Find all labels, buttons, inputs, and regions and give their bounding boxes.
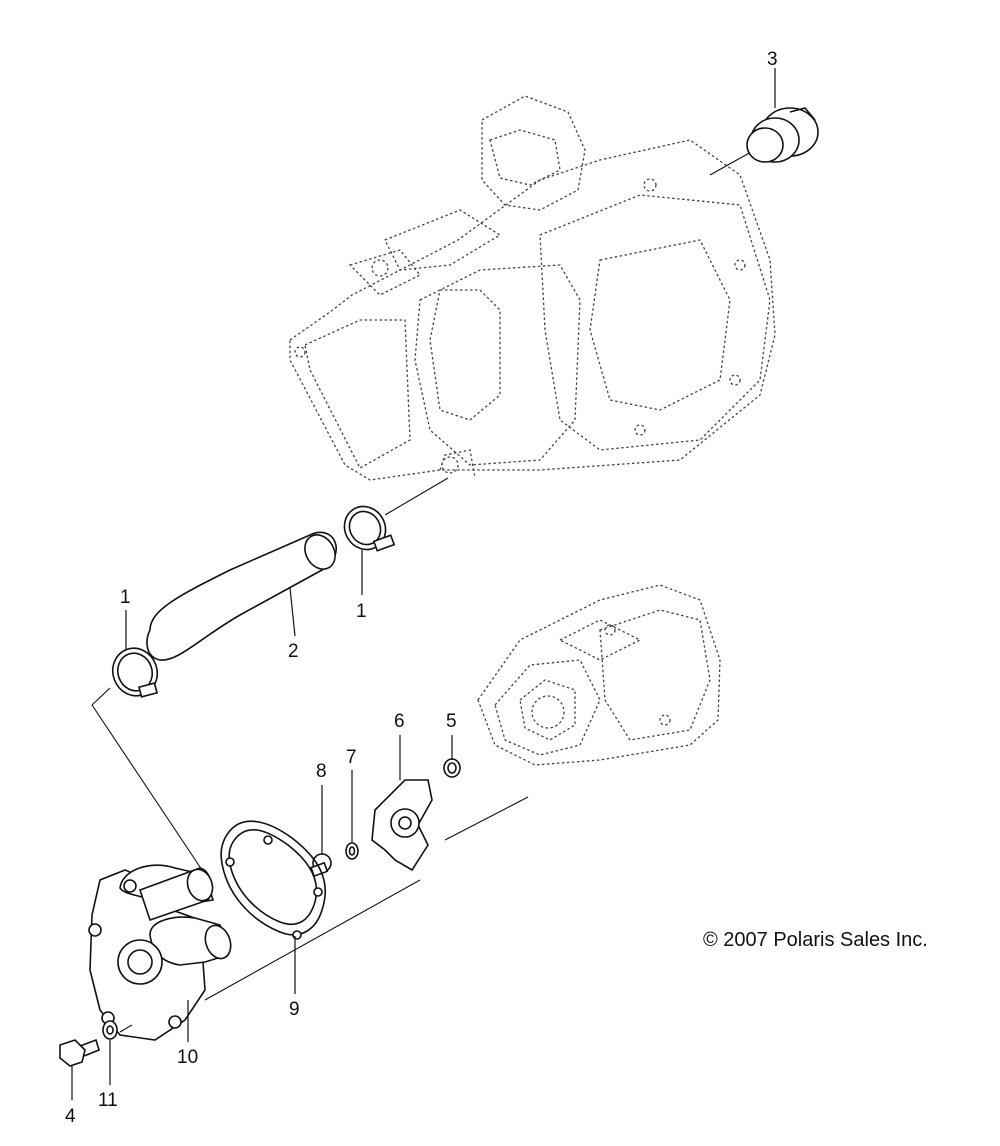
leader-line-clamp-down bbox=[91, 704, 211, 883]
bolt-4 bbox=[59, 1038, 100, 1100]
callout-6: 6 bbox=[394, 711, 405, 732]
callout-11: 11 bbox=[98, 1090, 118, 1111]
water-pump-impeller bbox=[371, 735, 433, 872]
cylinder-head-phantom bbox=[289, 95, 776, 481]
hose-clamp-upper bbox=[343, 477, 449, 595]
water-pump-gasket bbox=[220, 820, 327, 994]
callout-10: 10 bbox=[177, 1047, 198, 1068]
callout-5: 5 bbox=[446, 711, 457, 732]
callout-1-lower: 1 bbox=[120, 587, 131, 608]
water-pump-cover bbox=[88, 864, 232, 1042]
callout-1-upper: 1 bbox=[356, 601, 367, 622]
assembly-centerline-1 bbox=[204, 879, 421, 1001]
callout-9: 9 bbox=[289, 999, 300, 1020]
mechanical-seal bbox=[443, 735, 461, 778]
coolant-hose bbox=[146, 531, 338, 661]
crankcase-phantom bbox=[477, 584, 721, 766]
callout-8: 8 bbox=[316, 761, 327, 782]
hose-clamp-lower bbox=[111, 610, 159, 698]
washer-7 bbox=[345, 770, 359, 860]
thermostat bbox=[709, 68, 819, 176]
drain-plug-8 bbox=[310, 785, 332, 878]
callout-4: 4 bbox=[65, 1106, 76, 1127]
washer-11 bbox=[102, 1020, 133, 1085]
copyright-notice: © 2007 Polaris Sales Inc. bbox=[703, 929, 928, 951]
assembly-centerline-2 bbox=[444, 796, 529, 841]
callout-3: 3 bbox=[767, 49, 778, 70]
callout-7: 7 bbox=[346, 747, 357, 768]
leader-line-clamp bbox=[91, 687, 111, 706]
callout-2: 2 bbox=[288, 641, 299, 662]
